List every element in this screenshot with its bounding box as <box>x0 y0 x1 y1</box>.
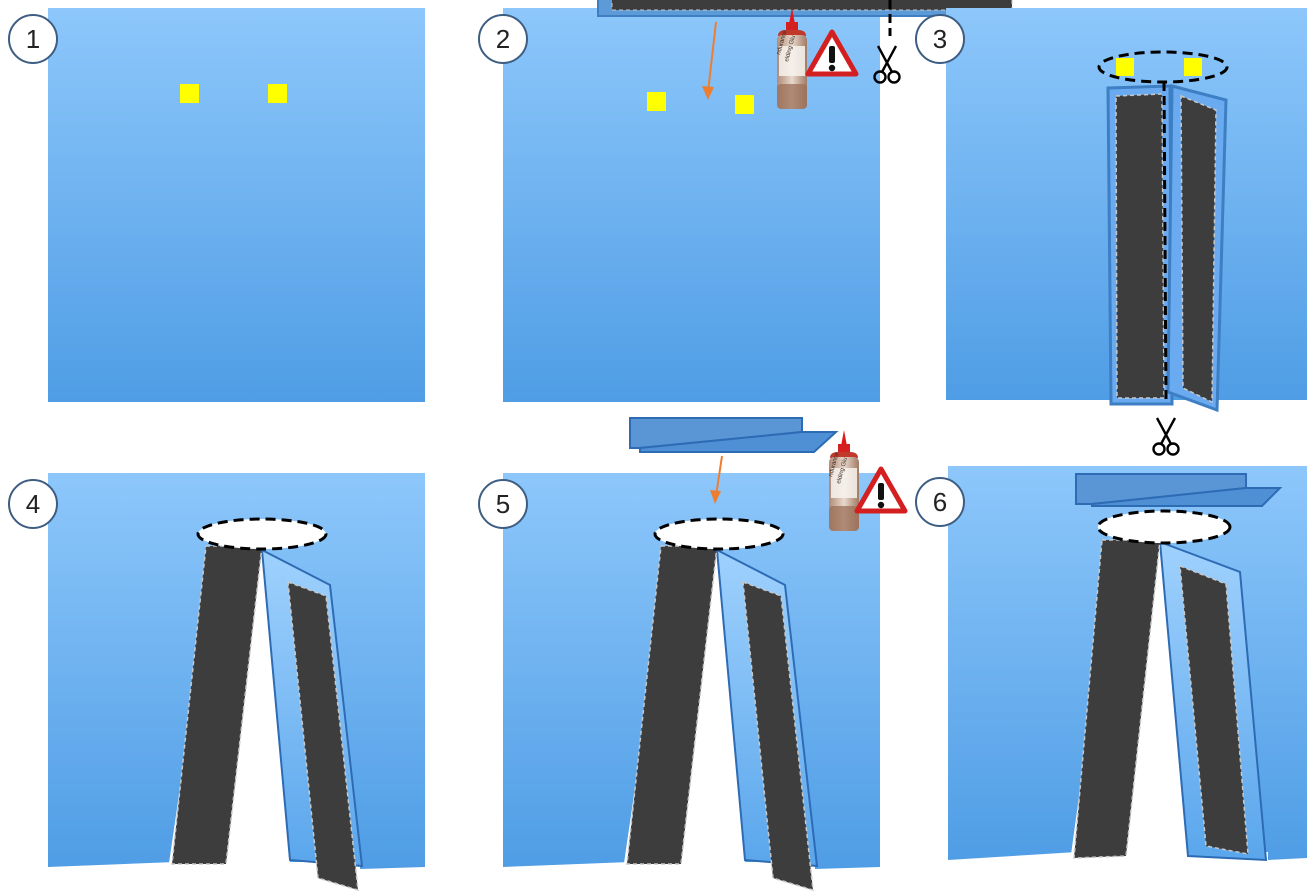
angle-strip <box>629 417 839 453</box>
hinge-ellipse <box>653 517 785 551</box>
hinge-ellipse <box>1097 50 1229 84</box>
step-badge-2: 2 <box>478 14 528 64</box>
glue-bottle-icon: ndurance elding Glu <box>776 8 807 109</box>
step-badge-3: 3 <box>915 14 965 64</box>
step-number: 2 <box>496 24 510 54</box>
step-badge-6: 6 <box>915 477 965 527</box>
arrow-head <box>710 490 721 504</box>
arrow-head <box>702 86 714 100</box>
hinge-ellipse <box>196 517 328 551</box>
step-number: 5 <box>496 489 510 519</box>
yellow-marker-right <box>735 95 754 114</box>
blue-sheet <box>48 8 425 402</box>
step-5-panel: ndurance elding Glu <box>503 417 905 892</box>
yellow-marker-left <box>180 84 199 103</box>
step-2-panel: ndurance elding Glu <box>503 0 1013 402</box>
step-number: 4 <box>26 489 40 519</box>
carbon-strip-right <box>287 580 359 892</box>
step-number: 3 <box>933 24 947 54</box>
yellow-marker-right <box>1184 58 1202 76</box>
step-1-panel <box>48 8 425 402</box>
cut-line <box>1162 81 1168 401</box>
hinge-ellipse <box>1096 509 1232 545</box>
step-number: 1 <box>26 24 40 54</box>
carbon-strip-top <box>597 0 1013 17</box>
carbon-strip-right <box>1179 564 1249 855</box>
carbon-strip-right <box>1180 94 1217 404</box>
glue-bottle-icon: ndurance elding Glu <box>828 430 859 531</box>
angle-strip <box>1075 473 1283 507</box>
yellow-marker-left <box>1116 58 1134 76</box>
arrow-icon <box>707 21 717 93</box>
step-badge-5: 5 <box>478 479 528 529</box>
scissors-icon <box>1152 416 1180 456</box>
carbon-strip-right <box>742 580 814 892</box>
step-6-panel <box>948 466 1307 862</box>
yellow-marker-right <box>268 84 287 103</box>
step-number: 6 <box>933 487 947 517</box>
step-4-panel <box>48 473 425 892</box>
step-3-panel <box>946 8 1307 456</box>
step-badge-1: 1 <box>8 14 58 64</box>
yellow-marker-left <box>647 92 666 111</box>
carbon-strip-left <box>1115 93 1165 399</box>
step-badge-4: 4 <box>8 479 58 529</box>
arrow-icon <box>715 455 723 497</box>
